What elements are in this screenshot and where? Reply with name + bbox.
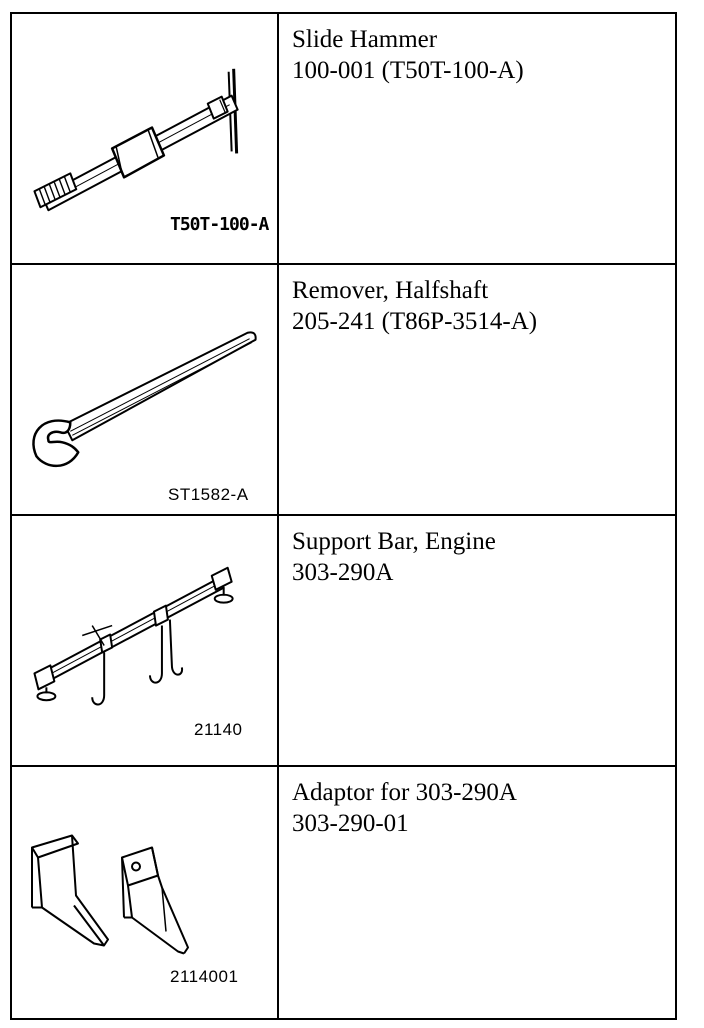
tool-illustration-cell: ST1582-A (12, 265, 279, 516)
halfshaft-remover-icon (32, 331, 257, 468)
figure-code: ST1582-A (168, 485, 249, 504)
tool-name: Slide Hammer (292, 26, 438, 53)
figure-code: 21140 (194, 720, 243, 739)
tool-description-cell: Adaptor for 303-290A 303-290-01 (279, 767, 675, 1018)
tool-description-cell: Slide Hammer 100-001 (T50T-100-A) (279, 14, 675, 265)
tool-name: Support Bar, Engine (292, 528, 496, 555)
tool-description-cell: Support Bar, Engine 303-290A (279, 516, 675, 767)
tool-illustration-cell: 2114001 (12, 767, 279, 1018)
tool-number: 303-290A (292, 559, 394, 586)
slide-hammer-icon (33, 68, 239, 212)
tool-name: Remover, Halfshaft (292, 277, 489, 304)
tool-description-cell: Remover, Halfshaft 205-241 (T86P-3514-A) (279, 265, 675, 516)
figure-code: 2114001 (170, 967, 239, 986)
figure-code: T50T-100-A (170, 214, 269, 235)
adaptor-brackets-icon (31, 834, 189, 955)
tool-name: Adaptor for 303-290A (292, 779, 517, 806)
special-tools-table: T50T-100-A Slide Hammer 100-001 (T50T-10… (10, 12, 677, 1020)
engine-support-bar-icon (33, 566, 234, 706)
tool-illustration-cell: T50T-100-A (12, 14, 279, 265)
tool-number: 303-290-01 (292, 810, 409, 837)
tool-number: 205-241 (T86P-3514-A) (292, 308, 538, 335)
tool-illustration-cell: 21140 (12, 516, 279, 767)
tool-number: 100-001 (T50T-100-A) (292, 57, 524, 84)
